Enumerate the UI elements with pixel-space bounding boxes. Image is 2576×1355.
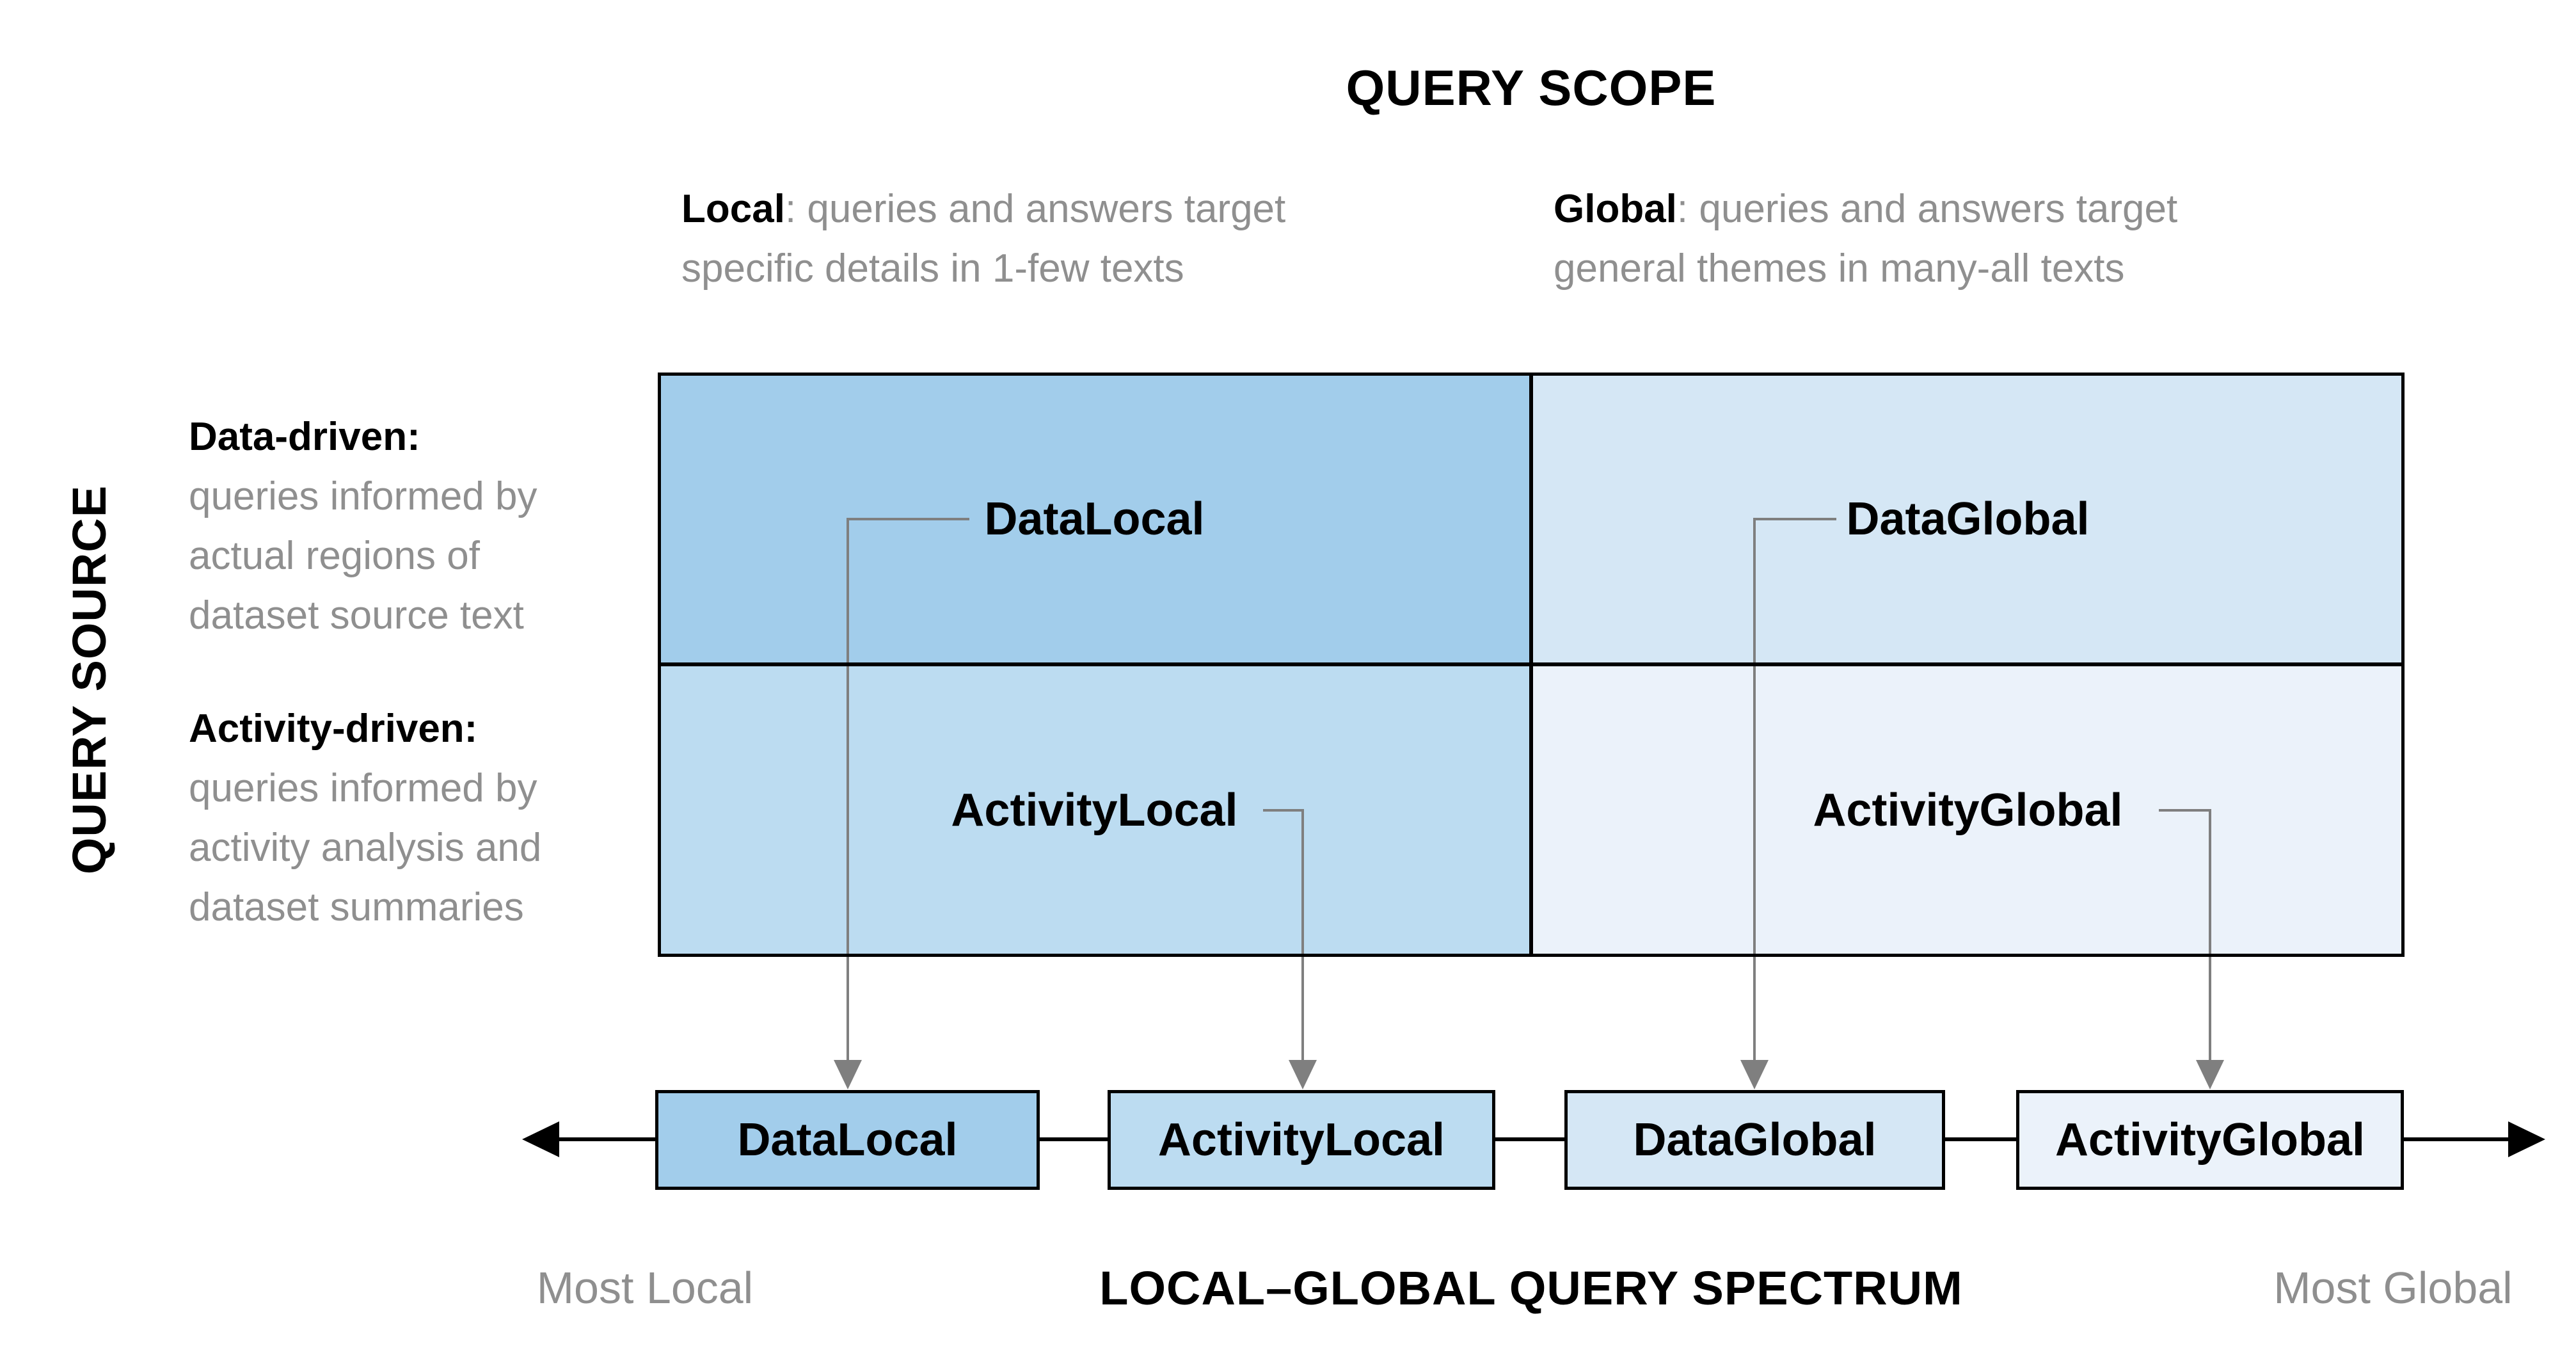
spectrum-line-right (2404, 1137, 2511, 1141)
data-driven-line1: queries informed by (189, 474, 537, 518)
data-driven-line3: dataset source text (189, 593, 524, 637)
spectrum-line-2-3 (1495, 1137, 1564, 1141)
local-term: Local (681, 187, 785, 231)
activity-driven-line3: dataset summaries (189, 885, 524, 929)
most-local-label: Most Local (536, 1263, 754, 1313)
cell-activity-local (658, 664, 1531, 957)
connector-activity-local-line (1301, 809, 1304, 1064)
cell-activity-global (1531, 664, 2405, 957)
spectrum-box-activity-local-label: ActivityLocal (1157, 1114, 1445, 1166)
connector-activity-global-stub (2159, 809, 2211, 812)
query-scope-title: QUERY SCOPE (1346, 60, 1717, 116)
data-driven-description: Data-driven: queries informed by actual … (189, 407, 656, 645)
down-arrowhead-data-local-icon (834, 1060, 862, 1089)
matrix-label-activity-local: ActivityLocal (951, 785, 1238, 836)
spectrum-line-left (553, 1137, 656, 1141)
down-arrowhead-data-global-icon (1740, 1060, 1769, 1089)
connector-data-global-stub (1753, 518, 1836, 520)
query-matrix (658, 373, 2405, 957)
connector-activity-global-line (2209, 809, 2211, 1064)
down-arrowhead-activity-local-icon (1289, 1060, 1317, 1089)
spectrum-box-activity-global-label: ActivityGlobal (2055, 1114, 2365, 1166)
global-desc-line2: general themes in many-all texts (1554, 246, 2125, 291)
spectrum-line-3-4 (1945, 1137, 2016, 1141)
matrix-label-activity-global: ActivityGlobal (1813, 785, 2123, 836)
most-global-label: Most Global (2273, 1263, 2513, 1313)
connector-data-local-stub (847, 518, 969, 520)
spectrum-box-data-global-label: DataGlobal (1633, 1114, 1877, 1166)
spectrum-box-data-local-label: DataLocal (737, 1114, 958, 1166)
local-scope-description: Local: queries and answers target specif… (681, 179, 1494, 298)
connector-data-global-line (1753, 518, 1756, 1064)
spectrum-right-arrowhead-icon (2508, 1121, 2545, 1157)
matrix-label-data-local: DataLocal (984, 493, 1205, 545)
connector-activity-local-stub (1263, 809, 1304, 812)
spectrum-box-activity-global: ActivityGlobal (2016, 1090, 2404, 1190)
local-desc-line1: Local: queries and answers target (681, 179, 1494, 239)
connector-data-local-line (847, 518, 849, 1064)
local-desc-line2: specific details in 1-few texts (681, 246, 1184, 291)
query-source-title: QUERY SOURCE (63, 485, 116, 875)
spectrum-line-1-2 (1040, 1137, 1108, 1141)
data-driven-line2: actual regions of (189, 534, 480, 578)
global-desc-line1: Global: queries and answers target (1554, 179, 2405, 239)
activity-driven-description: Activity-driven: queries informed by act… (189, 699, 656, 937)
cell-data-local (658, 373, 1531, 665)
local-desc-rest: : queries and answers target (784, 187, 1286, 231)
spectrum-title: LOCAL–GLOBAL QUERY SPECTRUM (1099, 1262, 1963, 1315)
data-driven-term: Data-driven: (189, 415, 420, 459)
activity-driven-term: Activity-driven: (189, 707, 478, 751)
spectrum-box-activity-local: ActivityLocal (1108, 1090, 1495, 1190)
spectrum-box-data-local: DataLocal (655, 1090, 1040, 1190)
global-desc-rest: : queries and answers target (1676, 187, 2178, 231)
down-arrowhead-activity-global-icon (2196, 1060, 2224, 1089)
matrix-label-data-global: DataGlobal (1846, 493, 2090, 545)
activity-driven-line1: queries informed by (189, 766, 537, 810)
global-scope-description: Global: queries and answers target gener… (1554, 179, 2405, 298)
global-term: Global (1554, 187, 1677, 231)
spectrum-box-data-global: DataGlobal (1564, 1090, 1945, 1190)
activity-driven-line2: activity analysis and (189, 826, 542, 870)
cell-data-global (1531, 373, 2405, 665)
matrix-row-divider (658, 662, 2405, 666)
